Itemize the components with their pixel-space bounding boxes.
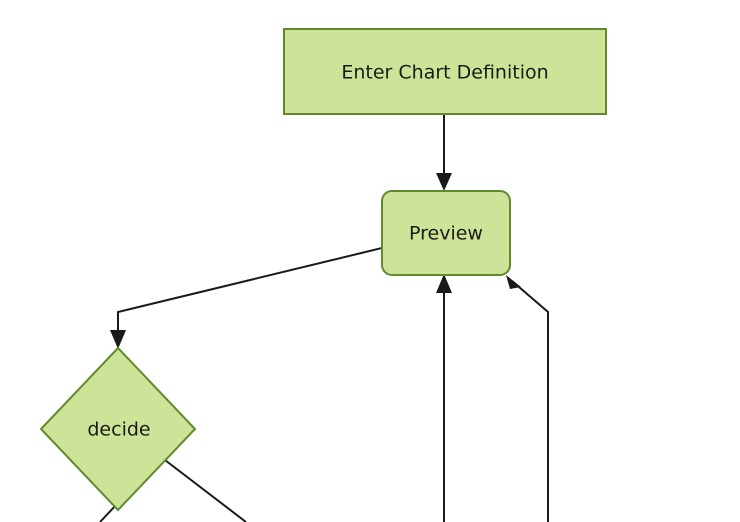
node-label-preview: Preview [409,223,483,245]
edge-enter-to-preview [436,114,452,191]
edge-line [511,280,549,522]
arrowhead-down-icon [110,330,126,349]
node-rect[interactable] [283,28,607,115]
node-preview[interactable]: Preview [381,190,511,276]
node-diamond[interactable] [39,346,197,512]
node-label-enter: Enter Chart Definition [341,62,548,84]
node-decide[interactable]: decide [39,346,197,512]
arrowhead-upleft-icon [506,275,521,289]
edge-into-preview-corner [506,275,549,522]
node-enter-chart-definition[interactable]: Enter Chart Definition [283,28,607,115]
arrowhead-down-icon [436,173,452,191]
edge-line [117,247,383,339]
node-rounded-rect[interactable] [381,190,511,276]
edge-preview-to-decide [110,247,383,349]
edge-decide-out-right [160,456,247,522]
edge-into-preview-bottom [436,274,452,522]
edge-line [160,456,247,522]
node-label-decide: decide [87,419,150,441]
arrowhead-up-icon [436,274,452,293]
